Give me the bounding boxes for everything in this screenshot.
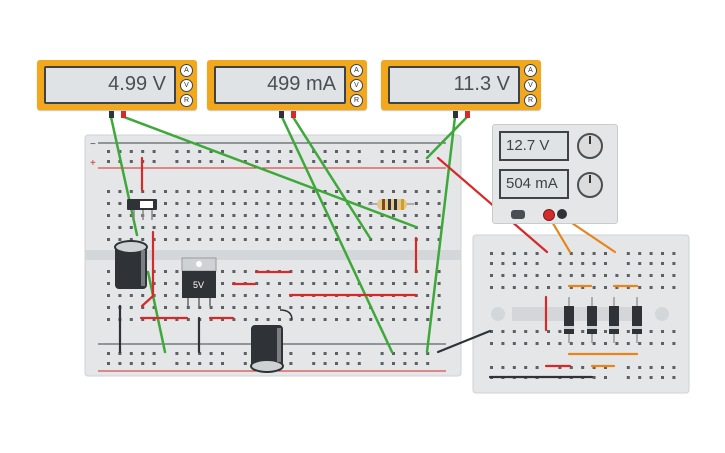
- mode-ohmmeter-button[interactable]: R: [180, 94, 193, 107]
- diode[interactable]: [609, 297, 619, 343]
- regulator-label: 5V: [193, 280, 204, 290]
- voltage-regulator[interactable]: 5V: [181, 257, 217, 306]
- electrolytic-capacitor[interactable]: [250, 309, 293, 373]
- psu-negative-terminal[interactable]: [543, 209, 555, 221]
- wire-green[interactable]: [425, 115, 469, 160]
- psu-positive-terminal[interactable]: [557, 209, 567, 219]
- wire-green[interactable]: [291, 115, 372, 240]
- mode-voltmeter-button[interactable]: V: [180, 79, 193, 92]
- multimeter-1-display: 4.99 V: [44, 66, 176, 104]
- diode[interactable]: [632, 297, 642, 343]
- wire-green[interactable]: [280, 115, 394, 354]
- rail-plus-label: +: [90, 158, 96, 169]
- psu-power-switch[interactable]: [511, 210, 525, 219]
- psu-current-display: 504 mA: [499, 169, 569, 199]
- multimeter-2[interactable]: 499 mA A V R: [207, 60, 367, 110]
- mode-ammeter-button[interactable]: A: [350, 64, 363, 77]
- wire-black[interactable]: [436, 329, 492, 354]
- wire-green[interactable]: [122, 115, 418, 229]
- mode-ohmmeter-button[interactable]: R: [350, 94, 363, 107]
- mode-ammeter-button[interactable]: A: [524, 64, 537, 77]
- multimeter-1[interactable]: 4.99 V A V R: [37, 60, 197, 110]
- multimeter-2-display: 499 mA: [214, 66, 346, 104]
- wire-red[interactable]: [140, 294, 155, 308]
- wire-green[interactable]: [425, 115, 457, 354]
- mode-voltmeter-button[interactable]: V: [350, 79, 363, 92]
- breadboard-holes: [490, 252, 676, 379]
- diode[interactable]: [587, 297, 597, 343]
- diode[interactable]: [564, 297, 574, 343]
- mode-ammeter-button[interactable]: A: [180, 64, 193, 77]
- multimeter-3[interactable]: 11.3 V A V R: [381, 60, 541, 110]
- wire-green[interactable]: [146, 270, 167, 354]
- mode-ohmmeter-button[interactable]: R: [524, 94, 537, 107]
- power-supply[interactable]: 12.7 V 504 mA: [492, 124, 618, 224]
- current-knob[interactable]: [577, 172, 603, 198]
- electrolytic-capacitor[interactable]: [114, 240, 148, 289]
- voltage-knob[interactable]: [577, 133, 603, 159]
- meter-probes: [109, 111, 470, 118]
- resistor[interactable]: [368, 199, 414, 210]
- multimeter-3-display: 11.3 V: [388, 66, 520, 104]
- wire-green[interactable]: [109, 115, 139, 237]
- mode-voltmeter-button[interactable]: V: [524, 79, 537, 92]
- rail-minus-label: −: [90, 139, 96, 150]
- psu-voltage-display: 12.7 V: [499, 131, 569, 161]
- slide-switch[interactable]: [127, 199, 157, 220]
